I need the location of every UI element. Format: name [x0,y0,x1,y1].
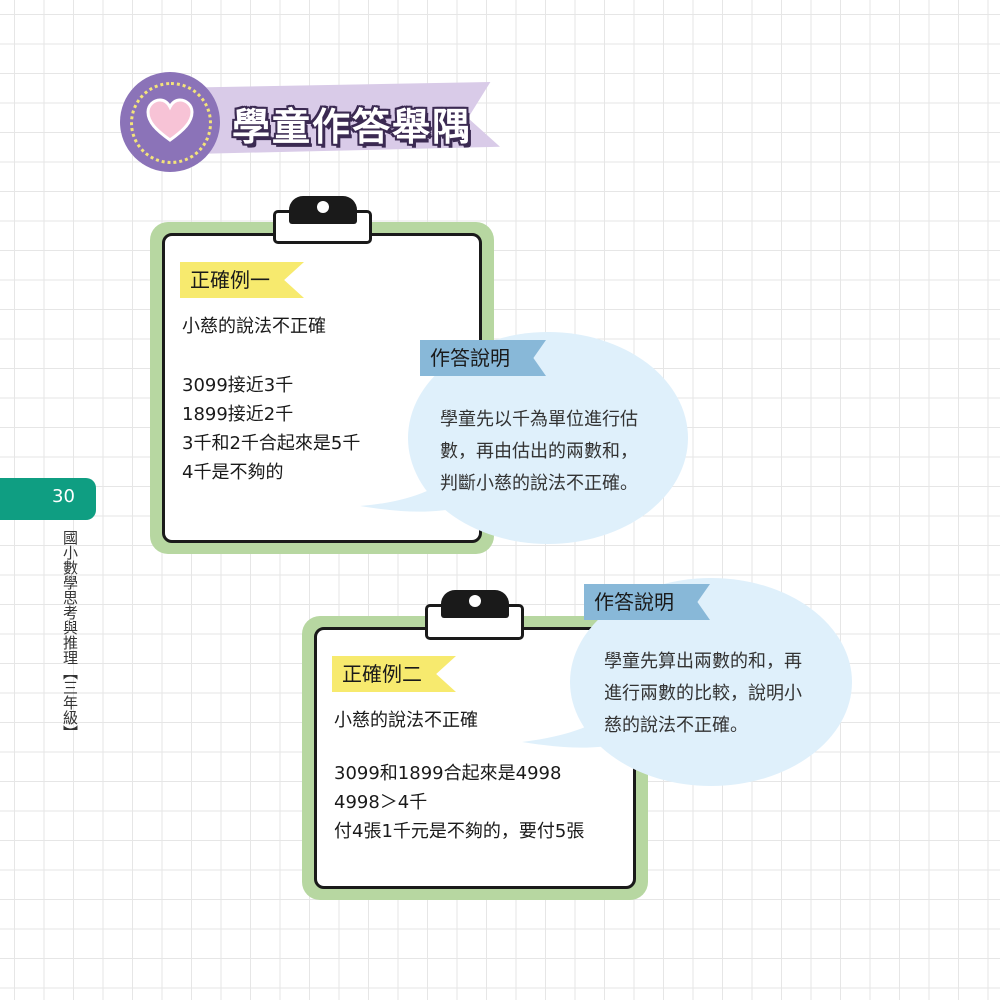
tag-correct-example-1 [180,262,304,298]
bubble-1-tail [360,470,458,512]
tag-explanation-2-label: 作答說明 [594,590,674,614]
example-2-answer: 小慈的說法不正確 3099和1899合起來是4998 4998＞4千 付4張1千… [334,706,584,846]
header-ribbon [180,82,500,154]
tag-explanation-2 [584,584,710,620]
book-title: 國小數學思考與推理【三年級】 [61,530,79,740]
answer-line: 3千和2千合起來是5千 [182,433,361,454]
heart-badge-ring [130,82,212,164]
explanation-line: 判斷小慈的說法不正確。 [440,473,638,494]
answer-line: 1899接近2千 [182,404,294,425]
explanation-1-text: 學童先以千為單位進行估 數，再由估出的兩數和， 判斷小慈的說法不正確。 [440,404,638,500]
answer-line: 3099接近3千 [182,375,294,396]
page-number: 30 [52,486,75,507]
answer-line: 付4張1千元是不夠的，要付5張 [334,821,585,842]
page-title: 學童作答舉隅 [232,105,473,149]
heart-icon [146,98,194,142]
explanation-line: 進行兩數的比較，說明小 [604,683,802,704]
tag-explanation-1 [420,340,546,376]
answer-line: 小慈的說法不正確 [334,710,478,731]
answer-line: 4998＞4千 [334,792,428,813]
clip-1-hole [317,201,329,213]
explanation-line: 慈的說法不正確。 [604,715,748,736]
tag-correct-example-2-label: 正確例二 [342,662,422,686]
tag-correct-example-2 [332,656,456,692]
answer-line: 3099和1899合起來是4998 [334,763,562,784]
tag-explanation-1-label: 作答說明 [430,346,510,370]
answer-line: 4千是不夠的 [182,462,284,483]
answer-line: 小慈的說法不正確 [182,316,326,337]
explanation-2-text: 學童先算出兩數的和，再 進行兩數的比較，說明小 慈的說法不正確。 [604,646,802,742]
page-tab [0,478,96,520]
explanation-line: 學童先算出兩數的和，再 [604,651,802,672]
explanation-line: 數，再由估出的兩數和， [440,441,638,462]
tag-correct-example-1-label: 正確例一 [190,268,270,292]
clip-2-hole [469,595,481,607]
bubble-2-tail [522,706,620,748]
explanation-line: 學童先以千為單位進行估 [440,409,638,430]
example-1-answer: 小慈的說法不正確 3099接近3千 1899接近2千 3千和2千合起來是5千 4… [182,312,360,487]
